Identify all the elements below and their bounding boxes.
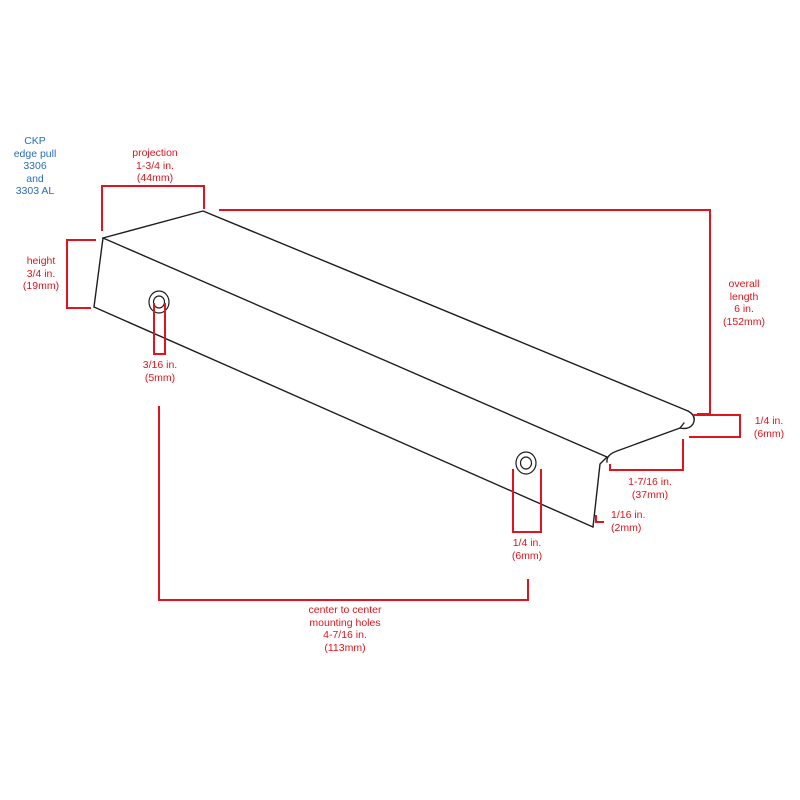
lip-height-label: 1/4 in. (6mm) (753, 415, 785, 440)
overall-length-bracket (219, 209, 711, 415)
mounting-holes (148, 290, 537, 475)
overall-length-label: overall length 6 in. (152mm) (722, 278, 765, 328)
pull-right-end (592, 456, 608, 528)
pull-face-bottom-edge (93, 306, 594, 528)
hole-diameter-bracket (153, 303, 166, 355)
dimension-lines (66, 185, 741, 601)
thickness-bracket (595, 515, 604, 523)
height-label: height 3/4 in. (19mm) (22, 255, 60, 292)
lip-height-bracket (689, 414, 741, 438)
height-bracket (66, 239, 96, 309)
pull-lip-inner (679, 422, 685, 429)
pull-front-top-edge (102, 237, 608, 458)
mounting-hole-right (515, 451, 537, 475)
lip-depth-label: 1-7/16 in. (37mm) (628, 476, 672, 501)
lip-depth-bracket (609, 439, 684, 471)
projection-bracket (101, 185, 205, 231)
hole-diameter-label: 3/16 in. (5mm) (142, 359, 178, 384)
mounting-hole-left (148, 290, 170, 314)
pull-top-edge (102, 210, 689, 412)
edge-pull-outline (93, 210, 695, 528)
thickness-label: 1/16 in. (2mm) (611, 509, 646, 534)
counterbore-bracket (512, 469, 542, 533)
projection-label: projection 1-3/4 in. (44mm) (132, 147, 178, 184)
pull-left-end (93, 237, 104, 308)
center-to-center-label: center to center mounting holes 4-7/16 i… (308, 604, 382, 654)
product-title: CKP edge pull 3306 and 3303 AL (13, 135, 57, 197)
pull-lip-curl (606, 410, 695, 463)
center-to-center-bracket (158, 406, 529, 601)
counterbore-label: 1/4 in. (6mm) (511, 537, 543, 562)
